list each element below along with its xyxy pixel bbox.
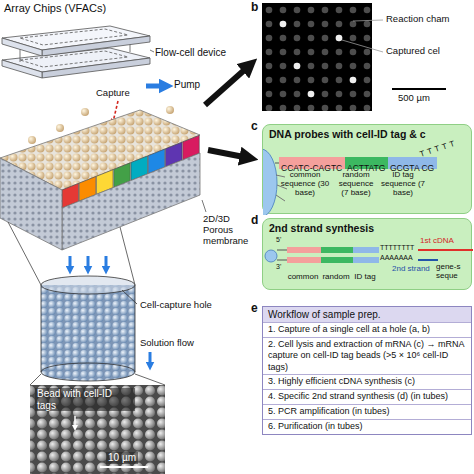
probe-panel: DNA probes with cell-ID tag & c CCATC-CAG…: [262, 124, 472, 214]
figure-label: 2D/3D Porous membrane: [203, 214, 259, 247]
figure-label: Cell-capture hole: [140, 300, 212, 311]
figure-label: Captured cel: [386, 46, 440, 57]
figure-label: random: [320, 272, 352, 281]
workflow-step: 1. Capture of a single cell at a hole (a…: [263, 322, 471, 336]
figure-label: common: [286, 272, 320, 281]
figure-label: Capture: [96, 88, 130, 99]
figure-label: c: [251, 120, 258, 134]
step-text: 1. Capture of a single cell at a hole (a…: [263, 323, 471, 336]
figure-label: TTTTTTTT: [380, 244, 414, 252]
step-text: 3. Highly efficient cDNA synthesis (c): [263, 375, 471, 388]
step-text: 5. PCR amplification (in tubes): [263, 405, 471, 418]
figure-label: 1st cDNA: [420, 236, 454, 245]
workflow-step: 5. PCR amplification (in tubes): [263, 404, 471, 418]
figure-label: AAAAAAA: [380, 254, 413, 262]
figure-label: 5': [276, 236, 281, 244]
figure-label: ID tag: [352, 272, 378, 281]
figure-label: Solution flow: [140, 338, 194, 349]
figure-label: e: [251, 302, 258, 316]
figure-label: Bead with cell-ID tags: [35, 388, 135, 411]
id-tag-box: GCGTA CG: [388, 157, 437, 169]
figure-label: ID tag sequence (7 base): [379, 170, 427, 198]
figure-label: 3': [276, 263, 281, 271]
panel-heading: DNA probes with cell-ID tag & c: [263, 125, 471, 143]
figure-label: gene-s seque: [436, 262, 470, 280]
figure-label: Reaction cham: [386, 14, 449, 25]
figure-label: 500 µm: [398, 93, 430, 104]
workflow-step: 6. Purification (in tubes): [263, 419, 471, 433]
figure-label: b: [251, 1, 258, 15]
random-sequence-box: ACTTATG: [345, 157, 388, 169]
figure-label: common sequence (30 base): [276, 170, 334, 198]
figure-label: random sequence (7 base): [334, 170, 378, 198]
step-text: 2. Cell lysis and extraction of mRNA (c)…: [263, 338, 471, 374]
figure-label: Pump: [174, 79, 200, 91]
workflow-step: 3. Highly efficient cDNA synthesis (c): [263, 374, 471, 388]
step-text: 4. Specific 2nd strand synthesis (d) (in…: [263, 390, 471, 403]
figure-label: 10 µm: [106, 452, 138, 464]
common-sequence-box: CCATC-CAGTC: [279, 157, 345, 169]
workflow-step: 4. Specific 2nd strand synthesis (d) (in…: [263, 389, 471, 403]
panel-heading: 2nd strand synthesis: [263, 219, 471, 237]
figure-label: 2nd strand: [392, 264, 430, 273]
figure-label: Array Chips (VFACs): [4, 2, 106, 15]
workflow-box: Workflow of sample prep.1. Capture of a …: [262, 306, 472, 435]
step-text: 6. Purification (in tubes): [263, 420, 471, 433]
figure-label: d: [251, 214, 258, 228]
workflow-step: 2. Cell lysis and extraction of mRNA (c)…: [263, 337, 471, 374]
figure-label: Flow-cell device: [155, 47, 226, 59]
workflow-heading: Workflow of sample prep.: [263, 307, 471, 322]
